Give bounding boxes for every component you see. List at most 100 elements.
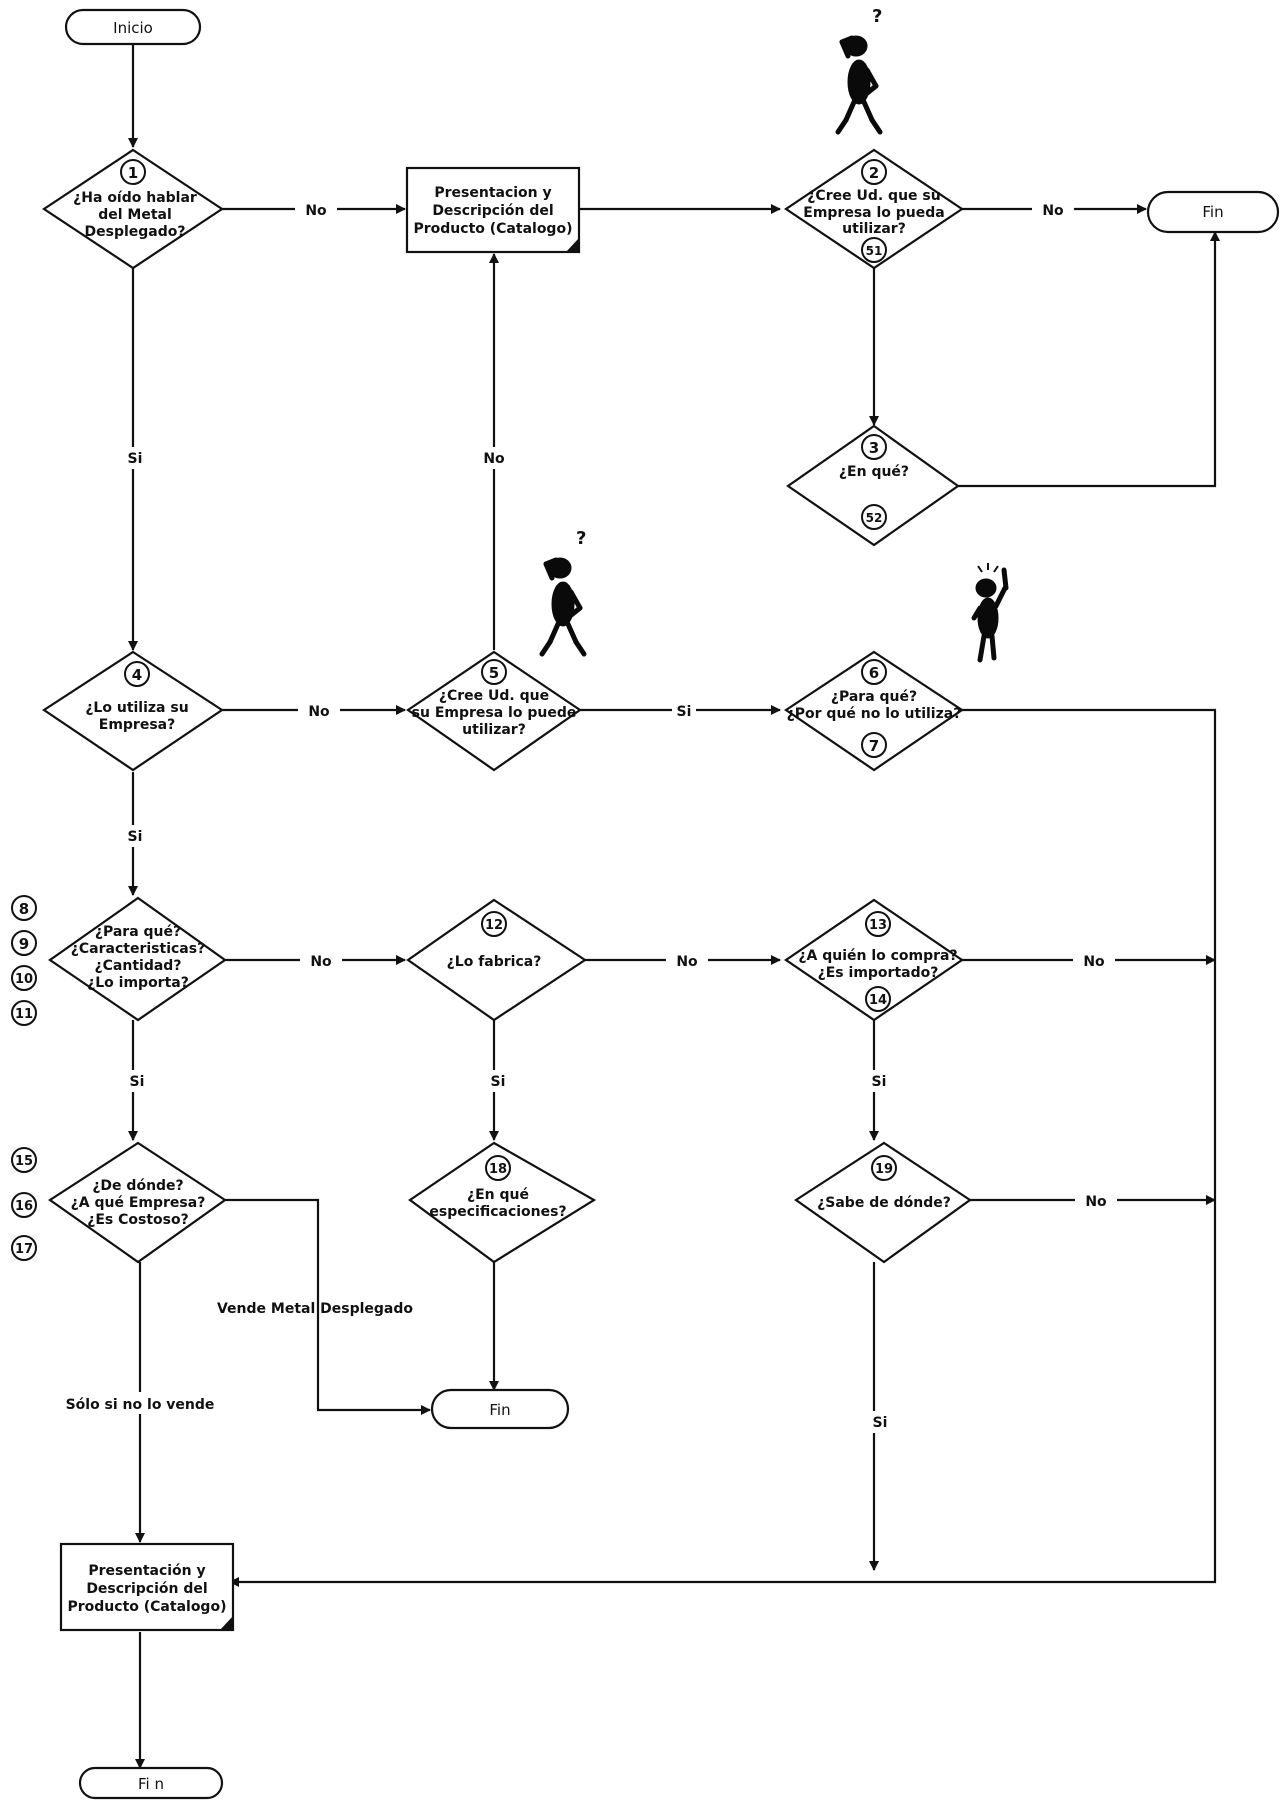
- node-line: especificaciones?: [429, 1204, 566, 1220]
- node-line: ¿A quién lo compra?: [798, 948, 957, 964]
- thinking-person-icon: ?: [835, 6, 883, 135]
- edge-label: No: [1085, 1194, 1107, 1210]
- node-line: ¿Para qué?: [95, 924, 181, 940]
- step-number: 5: [489, 664, 499, 682]
- node-line: ¿Caracteristicas?: [71, 941, 205, 957]
- node-line: Empresa?: [99, 717, 175, 733]
- edge-label: Si: [128, 829, 143, 845]
- terminal-end-top: Fin: [1146, 190, 1280, 234]
- edge-label: Vende Metal Desplegado: [217, 1301, 413, 1317]
- step-number: 17: [15, 1242, 33, 1257]
- edge-label: No: [483, 451, 505, 467]
- side-numbers-q8: 8 9 10 11: [11, 895, 37, 1026]
- presentation-box-top: Presentacion y Descripción del Producto …: [405, 166, 581, 254]
- terminal-label: Inicio: [113, 19, 153, 37]
- step-number: 3: [869, 439, 879, 457]
- edge-label: Sólo si no lo vende: [66, 1397, 215, 1413]
- node-line: Desplegado?: [85, 224, 186, 240]
- node-line: ¿Sabe de dónde?: [817, 1195, 951, 1211]
- node-line: del Metal: [98, 207, 172, 223]
- edge-label: No: [1042, 203, 1064, 219]
- terminal-label: Fi n: [138, 1775, 164, 1793]
- node-line: Descripción del: [432, 203, 553, 219]
- node-line: ¿Lo fabrica?: [447, 954, 542, 970]
- node-line: ¿De dónde?: [92, 1178, 183, 1194]
- edge-label: No: [676, 954, 698, 970]
- step-number: 18: [489, 1162, 507, 1177]
- node-line: ¿Ha oído hablar: [73, 190, 197, 206]
- node-line: ¿En qué?: [839, 464, 909, 480]
- node-line: ¿Es Costoso?: [87, 1212, 189, 1228]
- step-number: 12: [485, 918, 503, 933]
- node-line: su Empresa lo puede: [412, 705, 577, 721]
- node-line: ¿Cree Ud. que: [439, 688, 549, 704]
- node-line: Producto (Catalogo): [68, 1599, 227, 1615]
- terminal-start: Inicio: [64, 8, 202, 46]
- node-line: ¿Por qué no lo utiliza?: [787, 706, 962, 722]
- terminal-end-middle: Fin: [430, 1388, 570, 1430]
- edges: [128, 44, 1220, 1769]
- step-number: 14: [869, 993, 887, 1008]
- step-number: 13: [869, 918, 887, 933]
- node-line: ¿Lo utiliza su: [85, 700, 188, 716]
- node-line: ¿Cree Ud. que su: [807, 188, 940, 204]
- edge-label: No: [1083, 954, 1105, 970]
- edge-label: No: [310, 954, 332, 970]
- node-line: ¿Para qué?: [831, 689, 917, 705]
- node-line: Presentación y: [88, 1563, 205, 1579]
- node-line: utilizar?: [842, 221, 906, 237]
- edge-label: No: [305, 203, 327, 219]
- edge-label: Si: [872, 1074, 887, 1090]
- edge-q15-vende: [225, 1198, 431, 1415]
- edge-label: Si: [873, 1415, 888, 1431]
- node-line: Presentacion y: [434, 185, 551, 201]
- step-number: 11: [15, 1007, 33, 1022]
- decision-q5: 5 ¿Cree Ud. que su Empresa lo puede util…: [406, 650, 582, 772]
- step-number: 7: [869, 737, 879, 755]
- terminal-label: Fin: [489, 1401, 510, 1419]
- step-number: 2: [869, 164, 879, 182]
- node-line: ¿Es importado?: [818, 965, 939, 981]
- svg-text:?: ?: [872, 6, 882, 27]
- node-line: ¿Lo importa?: [87, 975, 189, 991]
- presentation-box-bottom: Presentación y Descripción del Producto …: [59, 1542, 235, 1632]
- node-line: Descripción del: [86, 1581, 207, 1597]
- decision-q13: 13 ¿A quién lo compra? ¿Es importado? 14: [784, 898, 964, 1022]
- edge-labels: No Si No No No Si Si No No No Si Si Si N…: [66, 198, 1117, 1433]
- edge-label: No: [308, 704, 330, 720]
- step-number: 52: [866, 511, 883, 525]
- terminal-end-bottom: Fi n: [78, 1766, 224, 1800]
- edge-label: Si: [128, 451, 143, 467]
- node-line: ¿En qué: [467, 1187, 529, 1203]
- edge-q6-rail: [229, 708, 1217, 1587]
- node-line: ¿Cantidad?: [95, 958, 182, 974]
- step-number: 19: [875, 1162, 893, 1177]
- node-line: Empresa lo pueda: [803, 205, 944, 221]
- step-number: 1: [128, 164, 138, 182]
- decision-q18: 18 ¿En qué especificaciones?: [408, 1141, 597, 1264]
- edge-q3-fin: [958, 231, 1220, 488]
- edge-label: Si: [491, 1074, 506, 1090]
- step-number: 6: [869, 664, 879, 682]
- step-number: 4: [132, 666, 142, 684]
- node-line: utilizar?: [462, 722, 526, 738]
- decision-q1: 1 ¿Ha oído hablar del Metal Desplegado?: [42, 148, 224, 270]
- decision-q15: ¿De dónde? ¿A qué Empresa? ¿Es Costoso?: [48, 1141, 227, 1264]
- node-line: ¿A qué Empresa?: [71, 1195, 206, 1211]
- decision-q3: 3 ¿En qué? 52: [786, 424, 960, 547]
- idea-person-icon: [971, 563, 1009, 663]
- step-number: 15: [15, 1154, 33, 1169]
- step-number: 16: [15, 1199, 33, 1214]
- step-number: 10: [15, 972, 33, 987]
- decision-q6: 6 ¿Para qué? ¿Por qué no lo utiliza? 7: [784, 650, 964, 772]
- decision-q8: ¿Para qué? ¿Caracteristicas? ¿Cantidad? …: [48, 896, 227, 1022]
- decision-q19: 19 ¿Sabe de dónde?: [794, 1141, 972, 1264]
- edge-label: Si: [130, 1074, 145, 1090]
- side-numbers-q15: 15 16 17: [11, 1147, 37, 1261]
- terminal-label: Fin: [1202, 203, 1223, 221]
- decision-q12: 12 ¿Lo fabrica?: [406, 898, 587, 1022]
- step-number: 9: [19, 935, 29, 953]
- step-number: 8: [19, 900, 29, 918]
- decision-q4: 4 ¿Lo utiliza su Empresa?: [42, 650, 224, 772]
